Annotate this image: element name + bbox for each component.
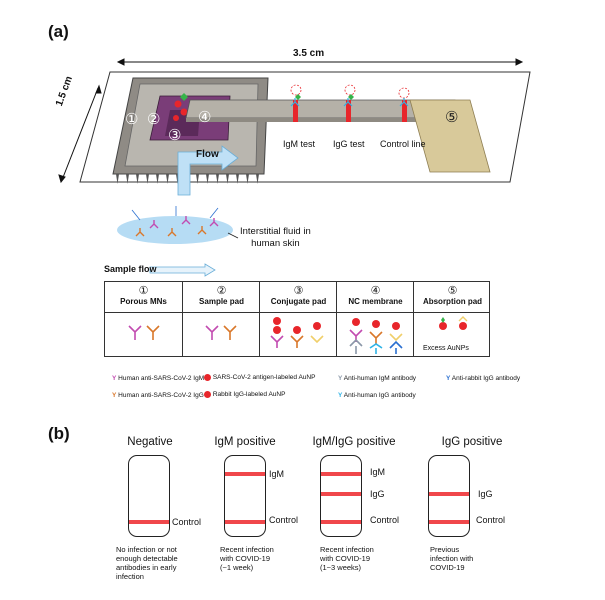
excess-aunps-label: Excess AuNPs xyxy=(423,345,469,352)
table-col-2: ② Sample pad xyxy=(182,282,260,356)
control-band xyxy=(429,520,469,524)
legend-item-anti-rabbit: Y Anti-rabbit IgG antibody xyxy=(446,375,520,382)
col-4-number: ④ xyxy=(370,285,381,297)
igm-test-label: IgM test xyxy=(283,139,316,149)
test-strip xyxy=(320,455,362,537)
flow-arrow xyxy=(177,145,239,196)
rabbit-aunp-icon xyxy=(204,391,211,398)
igg-band xyxy=(321,492,361,496)
igm-band-label: IgM xyxy=(370,467,386,477)
col-5-title: Absorption pad xyxy=(422,297,483,306)
interpretation-note: Recent infection with COVID-19 (~1 week) xyxy=(220,545,274,572)
sample-flow-arrow xyxy=(149,263,216,277)
igm-band xyxy=(225,472,265,476)
zone-1-number: ① xyxy=(125,111,139,128)
zone-2-number: ② xyxy=(147,111,161,128)
strip-title: Negative xyxy=(127,436,173,448)
zone-4-number: ④ xyxy=(198,109,212,126)
control-line-label: Control line xyxy=(380,139,426,149)
control-band-label: Control xyxy=(172,517,202,527)
igg-band xyxy=(429,492,469,496)
strip-title: IgM/IgG positive xyxy=(312,436,396,448)
col-1-title: Porous MNs xyxy=(120,297,167,306)
legend-item-antigen-aunp: SARS-CoV-2 antigen-labeled AuNP xyxy=(204,374,315,381)
table-col-4: ④ NC membrane xyxy=(336,282,414,356)
table-icons xyxy=(128,316,468,354)
panel-b-label: (b) xyxy=(48,424,70,443)
antigen-aunp-icon xyxy=(204,374,211,381)
control-band-label: Control xyxy=(370,515,400,525)
legend-item-anti-igg: Y Anti-human IgG antibody xyxy=(338,392,416,399)
width-dimension-arrow xyxy=(116,58,524,66)
interpretation-note: Recent infection with COVID-19 (1~3 week… xyxy=(320,545,374,572)
legend-item-anti-igm: Y Anti-human IgM antibody xyxy=(338,375,416,382)
control-band-label: Control xyxy=(476,515,506,525)
device-illustration xyxy=(58,58,531,277)
col-5-number: ⑤ xyxy=(447,285,458,297)
zone-5-number: ⑤ xyxy=(445,109,459,126)
absorption-pad xyxy=(409,99,491,173)
test-strip xyxy=(428,455,470,537)
test-strip xyxy=(224,455,266,537)
col-2-number: ② xyxy=(216,285,227,297)
col-4-title: NC membrane xyxy=(348,297,403,306)
width-dimension-label: 3.5 cm xyxy=(293,48,325,59)
legend-label: Anti-human IgM antibody xyxy=(343,375,417,382)
flow-label: Flow xyxy=(196,149,219,160)
legend-item-igm: Y Human anti-SARS-CoV-2 IgM xyxy=(112,375,204,382)
table-header-row xyxy=(105,282,489,313)
skin-antibodies xyxy=(135,216,219,237)
conjugate-dots xyxy=(173,93,188,121)
table-col-5: ⑤ Absorption pad xyxy=(413,282,491,356)
orange-antibody-icon: Y xyxy=(112,392,117,399)
legend-label: Human anti-SARS-CoV-2 IgM xyxy=(118,375,205,382)
test-strip xyxy=(128,455,170,537)
col-3-title: Conjugate pad xyxy=(270,297,327,306)
skin-fluid xyxy=(117,216,233,244)
legend-label: Anti-human IgG antibody xyxy=(343,392,416,399)
zone-3-number: ③ xyxy=(168,127,182,144)
control-band xyxy=(225,520,265,524)
legend-label: Human anti-SARS-CoV-2 IgG xyxy=(118,392,204,399)
legend-item-igg: Y Human anti-SARS-CoV-2 IgG xyxy=(112,392,204,399)
control-band-label: Control xyxy=(269,515,299,525)
test-lines xyxy=(293,100,407,122)
blue-antibody-icon: Y xyxy=(446,375,451,382)
skin-label: Interstitial fluid in human skin xyxy=(240,226,311,249)
igm-band xyxy=(321,472,361,476)
sample-flow-label: Sample flow xyxy=(104,264,157,274)
strip-title: IgM positive xyxy=(214,436,276,448)
legend-label: Anti-rabbit IgG antibody xyxy=(451,375,521,382)
gray-antibody-icon: Y xyxy=(338,375,343,382)
igg-band-label: IgG xyxy=(370,489,385,499)
cyan-antibody-icon: Y xyxy=(338,392,343,399)
table-col-3: ③ Conjugate pad xyxy=(259,282,337,356)
height-dimension-arrow xyxy=(58,84,102,184)
legend-label: Rabbit IgG-labeled AuNP xyxy=(212,391,286,399)
igg-test-label: IgG test xyxy=(333,139,365,149)
interpretation-note: No infection or not enough detectable an… xyxy=(116,545,178,581)
legend-label: SARS-CoV-2 antigen-labeled AuNP xyxy=(212,374,316,382)
magenta-antibody-icon: Y xyxy=(112,375,117,382)
table-col-1: ① Porous MNs xyxy=(105,282,182,356)
col-1-number: ① xyxy=(138,285,149,297)
interpretation-note: Previous infection with COVID-19 xyxy=(430,545,474,572)
panel-a-label: (a) xyxy=(48,22,69,41)
control-band xyxy=(129,520,169,524)
legend-item-rabbit-aunp: Rabbit IgG-labeled AuNP xyxy=(204,391,285,398)
strip-title: IgG positive xyxy=(441,436,503,448)
col-2-title: Sample pad xyxy=(199,297,244,306)
igm-band-label: IgM xyxy=(269,469,285,479)
component-table: ① Porous MNs ② Sample pad ③ Conjugate pa… xyxy=(104,281,490,357)
igg-band-label: IgG xyxy=(478,489,493,499)
col-3-number: ③ xyxy=(293,285,304,297)
control-band xyxy=(321,520,361,524)
